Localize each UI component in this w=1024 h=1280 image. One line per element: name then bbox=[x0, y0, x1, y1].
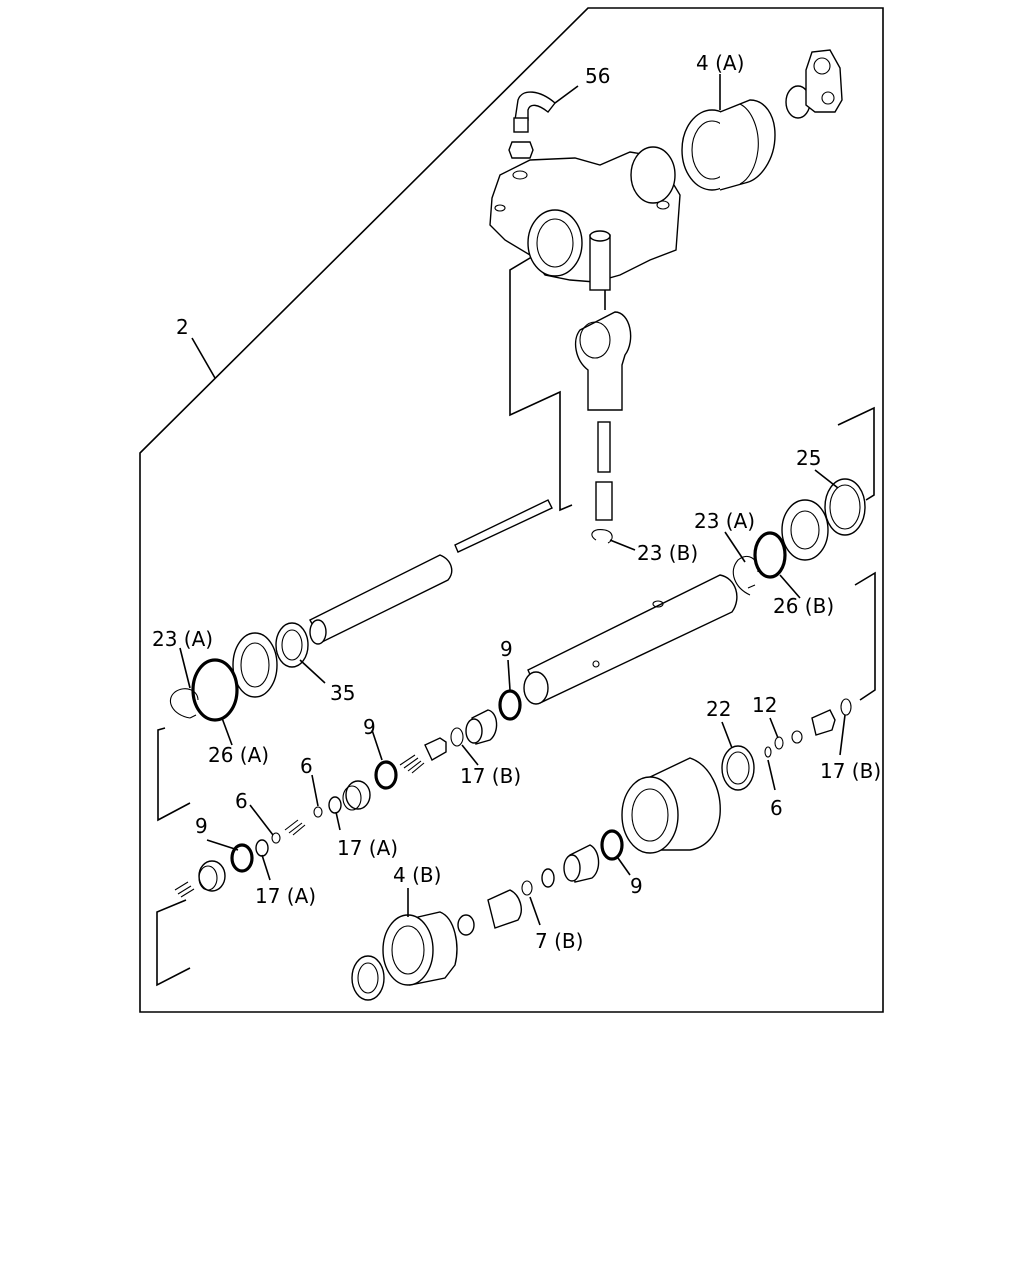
label-12: 12 bbox=[752, 693, 777, 717]
label-9-left: 9 bbox=[195, 814, 208, 838]
gland-4b bbox=[351, 889, 522, 1001]
washer-large bbox=[232, 632, 278, 698]
o-ring-26b bbox=[753, 531, 787, 579]
guide-line-left-mid bbox=[157, 727, 191, 822]
label-9-center: 9 bbox=[500, 637, 513, 661]
ring-9-center bbox=[498, 689, 522, 721]
ring-17b-center bbox=[450, 727, 464, 747]
label-26b: 26 (B) bbox=[773, 594, 834, 618]
seal-ring-25-inner bbox=[829, 484, 861, 530]
cylinder-right bbox=[621, 757, 721, 854]
leader-lines bbox=[179, 74, 846, 926]
cap-25 bbox=[781, 499, 829, 561]
label-23b: 23 (B) bbox=[637, 541, 698, 565]
sleeve-center bbox=[465, 709, 498, 745]
label-26a: 26 (A) bbox=[208, 743, 269, 767]
label-2: 2 bbox=[176, 315, 189, 339]
label-4a: 4 (A) bbox=[696, 51, 744, 75]
seal-4a bbox=[681, 99, 776, 191]
sleeve-right bbox=[563, 844, 600, 883]
right-lower-group bbox=[721, 698, 852, 791]
ring-9-mid bbox=[374, 760, 398, 790]
spool-tube bbox=[523, 574, 738, 705]
label-17a-left: 17 (A) bbox=[255, 884, 316, 908]
label-22: 22 bbox=[706, 697, 731, 721]
label-7b: 7 (B) bbox=[535, 929, 583, 953]
snap-ring-23a-top bbox=[732, 555, 759, 596]
label-56: 56 bbox=[585, 64, 610, 88]
disc-7b bbox=[541, 868, 555, 888]
assembly-frame bbox=[139, 7, 884, 1013]
seal-ring-25 bbox=[824, 478, 866, 536]
label-23a-left: 23 (A) bbox=[152, 627, 213, 651]
guide-line-right-mid bbox=[854, 571, 876, 701]
long-rod bbox=[309, 499, 553, 645]
elbow-fitting-56 bbox=[508, 91, 556, 159]
label-6-right: 6 bbox=[770, 796, 783, 820]
snap-ring-23a-left bbox=[170, 688, 199, 719]
snap-ring-23b bbox=[591, 529, 613, 544]
label-4b: 4 (B) bbox=[393, 863, 441, 887]
label-9-right: 9 bbox=[630, 874, 643, 898]
guide-line-left-low bbox=[156, 899, 191, 987]
o-ring-26a bbox=[191, 658, 239, 722]
upper-piston bbox=[574, 290, 632, 521]
ring-9-right bbox=[600, 829, 624, 861]
label-17b-right: 17 (B) bbox=[820, 759, 881, 783]
label-35: 35 bbox=[330, 681, 355, 705]
valve-housing bbox=[489, 146, 681, 291]
label-17a-mid: 17 (A) bbox=[337, 836, 398, 860]
washer-7b bbox=[521, 880, 533, 896]
valve-spring-group bbox=[271, 737, 447, 844]
part-labels: 2 56 4 (A) 25 23 (A) 23 (B) 26 (B) 23 (A… bbox=[152, 51, 881, 953]
label-6-upper: 6 bbox=[300, 754, 313, 778]
label-17b-center: 17 (B) bbox=[460, 764, 521, 788]
guide-line-right-top bbox=[837, 406, 875, 501]
seal-35 bbox=[275, 622, 309, 668]
lower-left-group bbox=[174, 839, 269, 898]
label-23a-top: 23 (A) bbox=[694, 509, 755, 533]
label-9-mid: 9 bbox=[363, 715, 376, 739]
guide-line-upper bbox=[509, 254, 573, 512]
clevis-end bbox=[785, 49, 843, 119]
label-25: 25 bbox=[796, 446, 821, 470]
label-6-left: 6 bbox=[235, 789, 248, 813]
